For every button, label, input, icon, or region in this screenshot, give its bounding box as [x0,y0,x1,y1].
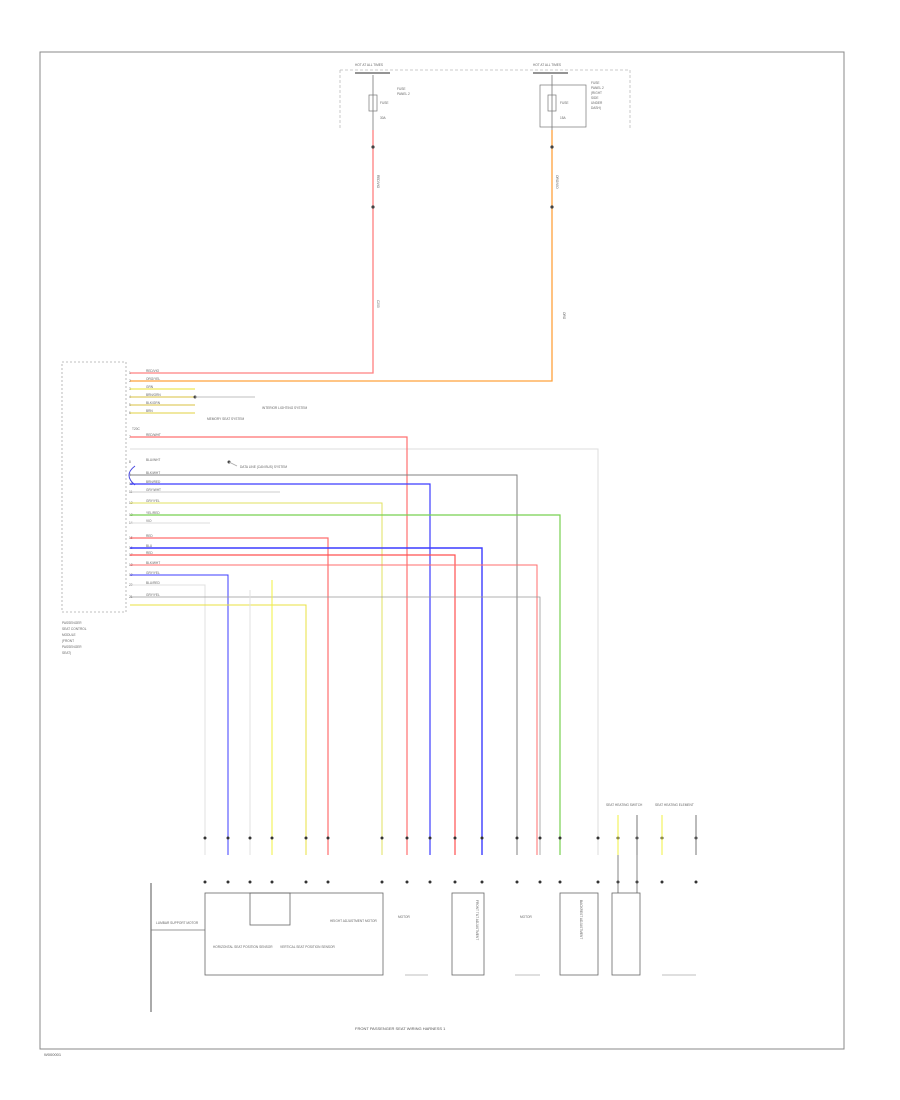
fuse-2-side5: UNDER [591,101,603,105]
wire-orange-top-label: ORG/VIO [555,175,559,189]
fuse-1: FUSE 30A FUSE PANEL 2 [368,75,410,130]
diagram-frame [39,51,845,1050]
footer-code: W000001 [44,1052,62,1057]
module-pin-wire-color: BRN/RED [146,480,161,484]
comp-lumbar: LUMBAR SUPPORT MOTOR [156,921,199,925]
module-pin-number: 8 [129,460,131,464]
module-pin-wire-color: BLU [146,544,153,548]
fuse-2-line1: FUSE [560,101,569,105]
fuse-1-header: HOT AT ALL TIMES [355,63,383,67]
module-pin-wire-color: BLK/WHT [146,561,160,565]
top-wires: RED/VIO ORG/VIO C200 ORG [130,130,566,382]
module-pin-wire-color: BRN/GRN [146,393,161,397]
can-label: DATA LINE (CAN BUS) SYSTEM [240,465,287,469]
module-pin-wire-color: BLK/WHT [146,471,160,475]
fuse-2-side3: (RIGHT [591,91,602,95]
module-pin-wire-color: GRY/YEL [146,593,160,597]
module-name-1: PASSENGER [62,621,82,625]
module-pin-wire-color: VIO [146,519,152,523]
fuse-2-line2: 15A [560,116,567,120]
module-pin-wire-color: GRY/YEL [146,571,160,575]
module-box [61,361,127,613]
fuse-1-side1: FUSE [397,87,406,91]
module-pin-wire-color: BLK/GRN [146,401,161,405]
comp-vert-sensor: VERTICAL SEAT POSITION SENSOR [280,945,335,949]
wire-red-top-label: RED/VIO [376,175,380,189]
module-pin-wire-color: RED [146,534,153,538]
module-pin-wire-color: BRN [146,409,153,413]
module-pin-wire-color: BLU/RED [146,581,161,585]
comp-heat-element: SEAT HEATING ELEMENT [655,803,694,807]
wire-red-top [130,130,374,374]
connector-terminals [203,836,698,884]
module-pin-wire-color: BLU/WHT [146,458,160,462]
module-pin-number: 1 [129,371,131,375]
comp-motor-1: MOTOR [398,915,411,919]
module-name-4: (FRONT [62,639,74,643]
upper-branches: INTERIOR LIGHTING SYSTEM MEMORY SEAT SYS… [128,388,599,855]
module-name-5: PASSENGER [62,645,82,649]
module-pin-wire-color: GRN [146,385,154,389]
module-pin-wire-color: GRY/YEL [146,499,160,503]
harness-wires [130,436,561,855]
fuse-area: HOT AT ALL TIMES HOT AT ALL TIMES FUSE 3… [339,63,631,130]
module-pin-number: 2 [129,379,131,383]
comp-height-motor: HEIGHT ADJUSTMENT MOTOR [330,919,377,923]
components-bottom: LUMBAR SUPPORT MOTOR HORIZONTAL SEAT POS… [150,803,697,1012]
module-pin-wire-color: RED/VIO [146,369,160,373]
comp-motor-2: MOTOR [520,915,533,919]
fuse-2: FUSE 15A FUSE PANEL 2 (RIGHT SIDE UNDER … [539,75,604,130]
comp-front-tilt: FRONT TILT ADJUSTMENT [475,900,479,940]
module-pin-wire-color: GRY/WHT [146,488,161,492]
module-name-2: SEAT CONTROL [62,627,87,631]
wire-orange-top [130,130,553,382]
fuse-2-header: HOT AT ALL TIMES [533,63,561,67]
fuse-2-side1: FUSE [591,81,600,85]
fuse-2-side6: DASH) [591,106,601,110]
bottom-caption: FRONT PASSENGER SEAT WIRING HARNESS 1 [355,1026,446,1031]
terminal-label: T20C [132,427,140,431]
memory-label: MEMORY SEAT SYSTEM [207,417,244,421]
module-pin-wire-color: ORG/YEL [146,377,160,381]
comp-horiz-sensor: HORIZONTAL SEAT POSITION SENSOR [213,945,273,949]
module-pin-wire-color: YEL/RED [146,511,160,515]
module-pin-wire-color: RED [146,551,153,555]
wire-orange-top-splice: ORG [562,312,566,320]
fuse-1-line2: 30A [380,116,387,120]
fuse-1-line1: FUSE [380,101,389,105]
seat-control-module: PASSENGER SEAT CONTROL MODULE (FRONT PAS… [61,361,127,655]
comp-heat-switch: SEAT HEATING SWITCH [606,803,643,807]
fuse-2-side2: PANEL 2 [591,86,604,90]
module-name-6: SEAT) [62,651,71,655]
module-name-3: MODULE [62,633,76,637]
fuse-2-side4: SIDE [591,96,598,100]
comp-backrest: BACKREST ADJUSTMENT [579,900,583,939]
fuse-1-side2: PANEL 2 [397,92,410,96]
wire-red-top-splice: C200 [376,300,380,308]
lighting-label: INTERIOR LIGHTING SYSTEM [262,406,308,410]
module-pin-wire-color: RED/WHT [146,433,161,437]
